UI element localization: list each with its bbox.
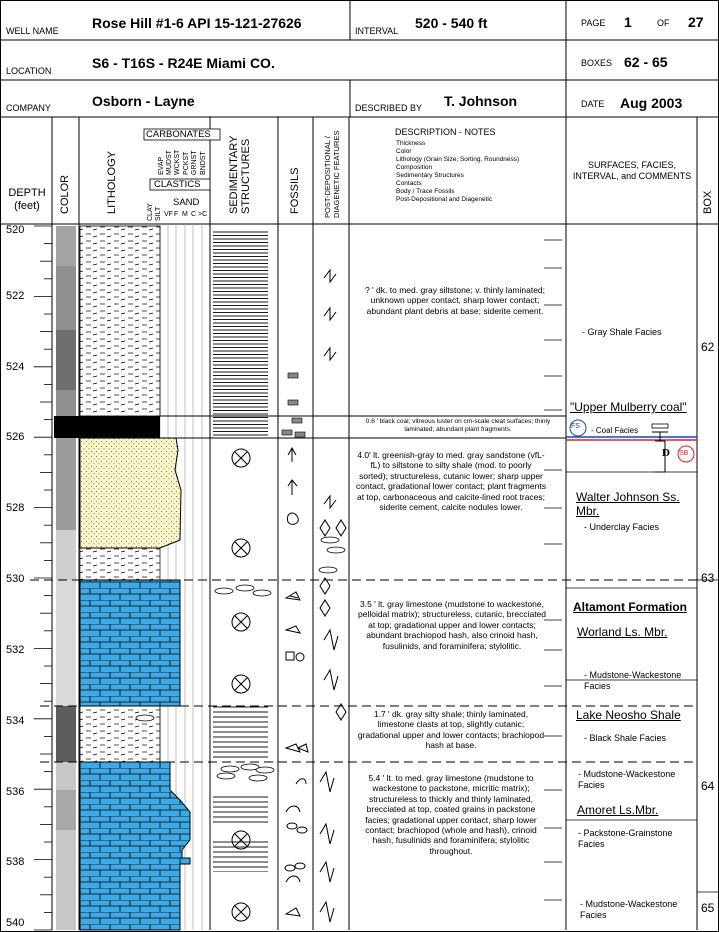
depth-label: 526 bbox=[6, 431, 25, 443]
date-value: Aug 2003 bbox=[620, 95, 683, 111]
color-header: COLOR bbox=[59, 174, 71, 214]
box-header: BOX bbox=[702, 190, 714, 214]
facies-mudstone-wackestone-3: - Mudstone-Wackestone Facies bbox=[580, 899, 678, 920]
described-by-label: DESCRIBED BY bbox=[355, 103, 423, 113]
sand-size-f: F bbox=[174, 211, 179, 218]
depth-label: 522 bbox=[6, 290, 25, 302]
description-checklist: Thickness Color Lithology (Grain Size, S… bbox=[396, 140, 519, 204]
unit-worland: Worland Ls. Mbr. bbox=[577, 625, 668, 639]
page-total: 27 bbox=[688, 14, 704, 30]
boxes-value: 62 - 65 bbox=[624, 54, 668, 70]
box-number: 64 bbox=[701, 779, 715, 793]
sand-size-gtc: >C bbox=[198, 211, 208, 218]
well-name-label: WELL NAME bbox=[6, 26, 59, 36]
sand-label: SAND bbox=[173, 197, 200, 208]
depth-header: DEPTH bbox=[8, 187, 46, 199]
sand-size-vf: VF bbox=[164, 211, 173, 218]
described-by-value: T. Johnson bbox=[444, 93, 518, 109]
depth-label: 532 bbox=[6, 644, 25, 656]
clay-label: CLAY bbox=[147, 203, 154, 221]
facies-underclay: - Underclay Facies bbox=[584, 522, 660, 532]
clastics-label: CLASTICS bbox=[154, 179, 201, 190]
carb-class-wckst: WCKST bbox=[174, 149, 181, 175]
interval-value: 520 - 540 ft bbox=[415, 15, 488, 31]
boxes-label: BOXES bbox=[581, 58, 613, 68]
checklist-item: Lithology (Grain Size, Sorting, Roundnes… bbox=[396, 156, 520, 163]
sb-marker: SB bbox=[679, 450, 689, 457]
depth-label: 520 bbox=[6, 224, 25, 236]
sand-size-c: C bbox=[191, 211, 197, 218]
description-silty-shale: 1.7 ' dk. gray silty shale; thinly lamin… bbox=[357, 709, 545, 751]
unit-walter-johnson: Walter Johnson Ss. Mbr. bbox=[576, 490, 680, 518]
facies-gray-shale: - Gray Shale Facies bbox=[582, 327, 662, 337]
carb-class-pckst: PCKST bbox=[183, 151, 190, 175]
d-marker: D bbox=[662, 447, 670, 459]
checklist-item: Body / Trace Fossils bbox=[396, 188, 455, 195]
company-value: Osborn - Layne bbox=[92, 93, 195, 109]
facies-mudstone-wackestone-1: - Mudstone-Wackestone Facies bbox=[584, 670, 682, 691]
post-dep-header: POST-DEPOSITIONAL / DIAGENETIC FEATURES bbox=[323, 130, 341, 218]
depth-unit: (feet) bbox=[14, 200, 40, 212]
depth-label: 538 bbox=[6, 856, 25, 868]
facies-mudstone-wackestone-2: - Mudstone-Wackestone Facies bbox=[578, 769, 676, 790]
description-siltstone: ? ' dk. to med. gray siltstone; v. thinl… bbox=[364, 285, 546, 316]
lithology-header: LITHOLOGY bbox=[106, 151, 118, 214]
box-number: 65 bbox=[701, 901, 715, 915]
description-coal: 0.6 ' black coal; vitreous luster on cm-… bbox=[365, 418, 551, 433]
description-limestone-worland: 3.5 ' lt. gray limestone (mudstone to wa… bbox=[357, 599, 547, 651]
carbonates-label: CARBONATES bbox=[146, 129, 211, 140]
checklist-item: Contacts bbox=[396, 180, 422, 187]
silt-label: SILT bbox=[155, 206, 162, 221]
fossils-header: FOSSILS bbox=[289, 167, 301, 214]
depth-label: 530 bbox=[6, 573, 25, 585]
carb-class-mudst: MUDST bbox=[166, 150, 173, 175]
facies-black-shale: - Black Shale Facies bbox=[584, 733, 667, 743]
sand-size-m: M bbox=[182, 211, 188, 218]
description-limestone-amoret: 5.4 ' lt. to med. gray limestone (mudsto… bbox=[365, 773, 537, 856]
sed-structures-header: SEDIMENTARY STRUCTURES bbox=[228, 135, 252, 214]
well-name: Rose Hill #1-6 API 15-121-27626 bbox=[92, 15, 302, 31]
page-label: PAGE bbox=[581, 18, 606, 28]
facies-coal: - Coal Facies bbox=[591, 426, 639, 435]
box-number: 62 bbox=[701, 340, 715, 354]
surfaces-header: SURFACES, FACIES, INTERVAL, and COMMENTS bbox=[572, 160, 692, 181]
fs-marker: FS bbox=[571, 423, 580, 430]
page-number: 1 bbox=[624, 14, 632, 30]
carb-class-grnst: GRNST bbox=[191, 150, 198, 176]
checklist-item: Thickness bbox=[396, 140, 426, 147]
checklist-item: Color bbox=[396, 148, 412, 155]
depth-label: 534 bbox=[6, 715, 25, 727]
carb-class-evap: EVAP bbox=[158, 156, 165, 175]
description-sandstone: 4.0' lt. greenish-gray to med. gray sand… bbox=[356, 450, 546, 513]
date-label: DATE bbox=[581, 99, 605, 109]
location-value: S6 - T16S - R24E Miami CO. bbox=[92, 55, 275, 71]
carb-class-bndst: BNDST bbox=[200, 151, 207, 175]
unit-altamont: Altamont Formation bbox=[573, 600, 687, 614]
interval-label: INTERVAL bbox=[355, 26, 399, 36]
checklist-item: Sedimentary Structures bbox=[396, 172, 464, 179]
unit-amoret: Amoret Ls.Mbr. bbox=[577, 803, 659, 817]
company-label: COMPANY bbox=[6, 103, 51, 113]
facies-packstone-grainstone: - Packstone-Grainstone Facies bbox=[578, 828, 673, 849]
unit-lake-neosho: Lake Neosho Shale bbox=[576, 708, 681, 722]
unit-upper-mulberry: "Upper Mulberry coal" bbox=[570, 400, 687, 414]
depth-label: 540 bbox=[6, 917, 25, 929]
of-label: OF bbox=[657, 18, 670, 28]
depth-label: 528 bbox=[6, 502, 25, 514]
description-title: DESCRIPTION - NOTES bbox=[395, 127, 496, 137]
box-number: 63 bbox=[701, 571, 715, 585]
checklist-item: Composition bbox=[396, 164, 433, 171]
location-label: LOCATION bbox=[6, 66, 52, 76]
checklist-item: Post-Depositional and Diagenetic bbox=[396, 196, 493, 203]
depth-label: 524 bbox=[6, 361, 25, 373]
depth-label: 536 bbox=[6, 786, 25, 798]
